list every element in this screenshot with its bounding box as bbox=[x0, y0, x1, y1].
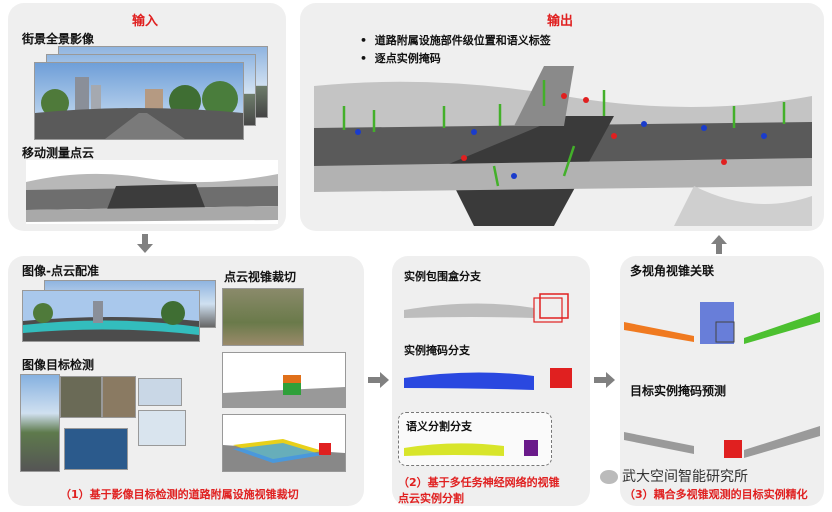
right-arrow-icon-1 bbox=[368, 372, 390, 392]
detection-label: 图像目标检测 bbox=[22, 358, 95, 372]
point-cloud-label: 移动测量点云 bbox=[22, 146, 95, 160]
up-arrow-icon bbox=[711, 234, 727, 258]
semantic-branch-box bbox=[398, 412, 552, 466]
input-title: 输入 bbox=[132, 14, 159, 29]
step2-caption-line2: 点云实例分割 bbox=[398, 492, 464, 505]
output-point-cloud bbox=[314, 66, 812, 226]
panorama-image-front bbox=[34, 62, 244, 140]
watermark: 武大空间智能研究所 bbox=[600, 466, 748, 486]
association-cloud bbox=[624, 282, 820, 362]
frustum-cloud-2 bbox=[222, 414, 346, 472]
detection-thumb-pole bbox=[60, 376, 102, 418]
detection-thumb-road-sign bbox=[64, 428, 128, 470]
input-point-cloud bbox=[26, 160, 278, 224]
step2-caption-line1: （2）基于多任务神经网络的视锥 bbox=[398, 476, 560, 489]
mask-predict-label: 目标实例掩码预测 bbox=[630, 384, 727, 398]
mask-branch-label: 实例掩码分支 bbox=[404, 344, 470, 357]
detection-thumb-sign bbox=[138, 410, 186, 446]
association-label: 多视角视锥关联 bbox=[630, 264, 715, 278]
frustum-crop-label: 点云视锥裁切 bbox=[224, 270, 297, 284]
output-bullet-2-text: 逐点实例掩码 bbox=[374, 52, 441, 65]
mask-predict-cloud bbox=[624, 402, 820, 470]
bbox-branch-cloud bbox=[404, 288, 580, 324]
step3-panel bbox=[620, 256, 824, 506]
output-bullet-1: • 道路附属设施部件级位置和语义标签 bbox=[360, 34, 551, 47]
right-arrow-icon-2 bbox=[594, 372, 616, 392]
registered-image-front bbox=[22, 290, 200, 342]
output-bullet-2: • 逐点实例掩码 bbox=[360, 52, 441, 65]
detection-thumb-light bbox=[138, 378, 182, 406]
wechat-icon bbox=[600, 470, 618, 484]
step1-caption: （1）基于影像目标检测的道路附属设施视锥裁切 bbox=[60, 488, 299, 501]
detection-thumb-box bbox=[102, 376, 136, 418]
mask-branch-cloud bbox=[404, 360, 580, 396]
step3-caption: （3）耦合多视锥观测的目标实例精化 bbox=[624, 488, 808, 501]
down-arrow-icon bbox=[137, 234, 153, 258]
frustum-photo bbox=[222, 288, 304, 346]
detection-thumb-street bbox=[20, 374, 60, 472]
semantic-branch-label: 语义分割分支 bbox=[406, 420, 472, 433]
output-bullet-1-text: 道路附属设施部件级位置和语义标签 bbox=[374, 34, 551, 47]
street-view-label: 街景全景影像 bbox=[22, 32, 95, 46]
output-title: 输出 bbox=[547, 14, 574, 29]
registration-label: 图像-点云配准 bbox=[22, 264, 99, 278]
semantic-branch-cloud bbox=[404, 434, 548, 460]
bbox-branch-label: 实例包围盒分支 bbox=[404, 270, 481, 283]
watermark-text: 武大空间智能研究所 bbox=[622, 469, 748, 485]
frustum-cloud-1 bbox=[222, 352, 346, 408]
